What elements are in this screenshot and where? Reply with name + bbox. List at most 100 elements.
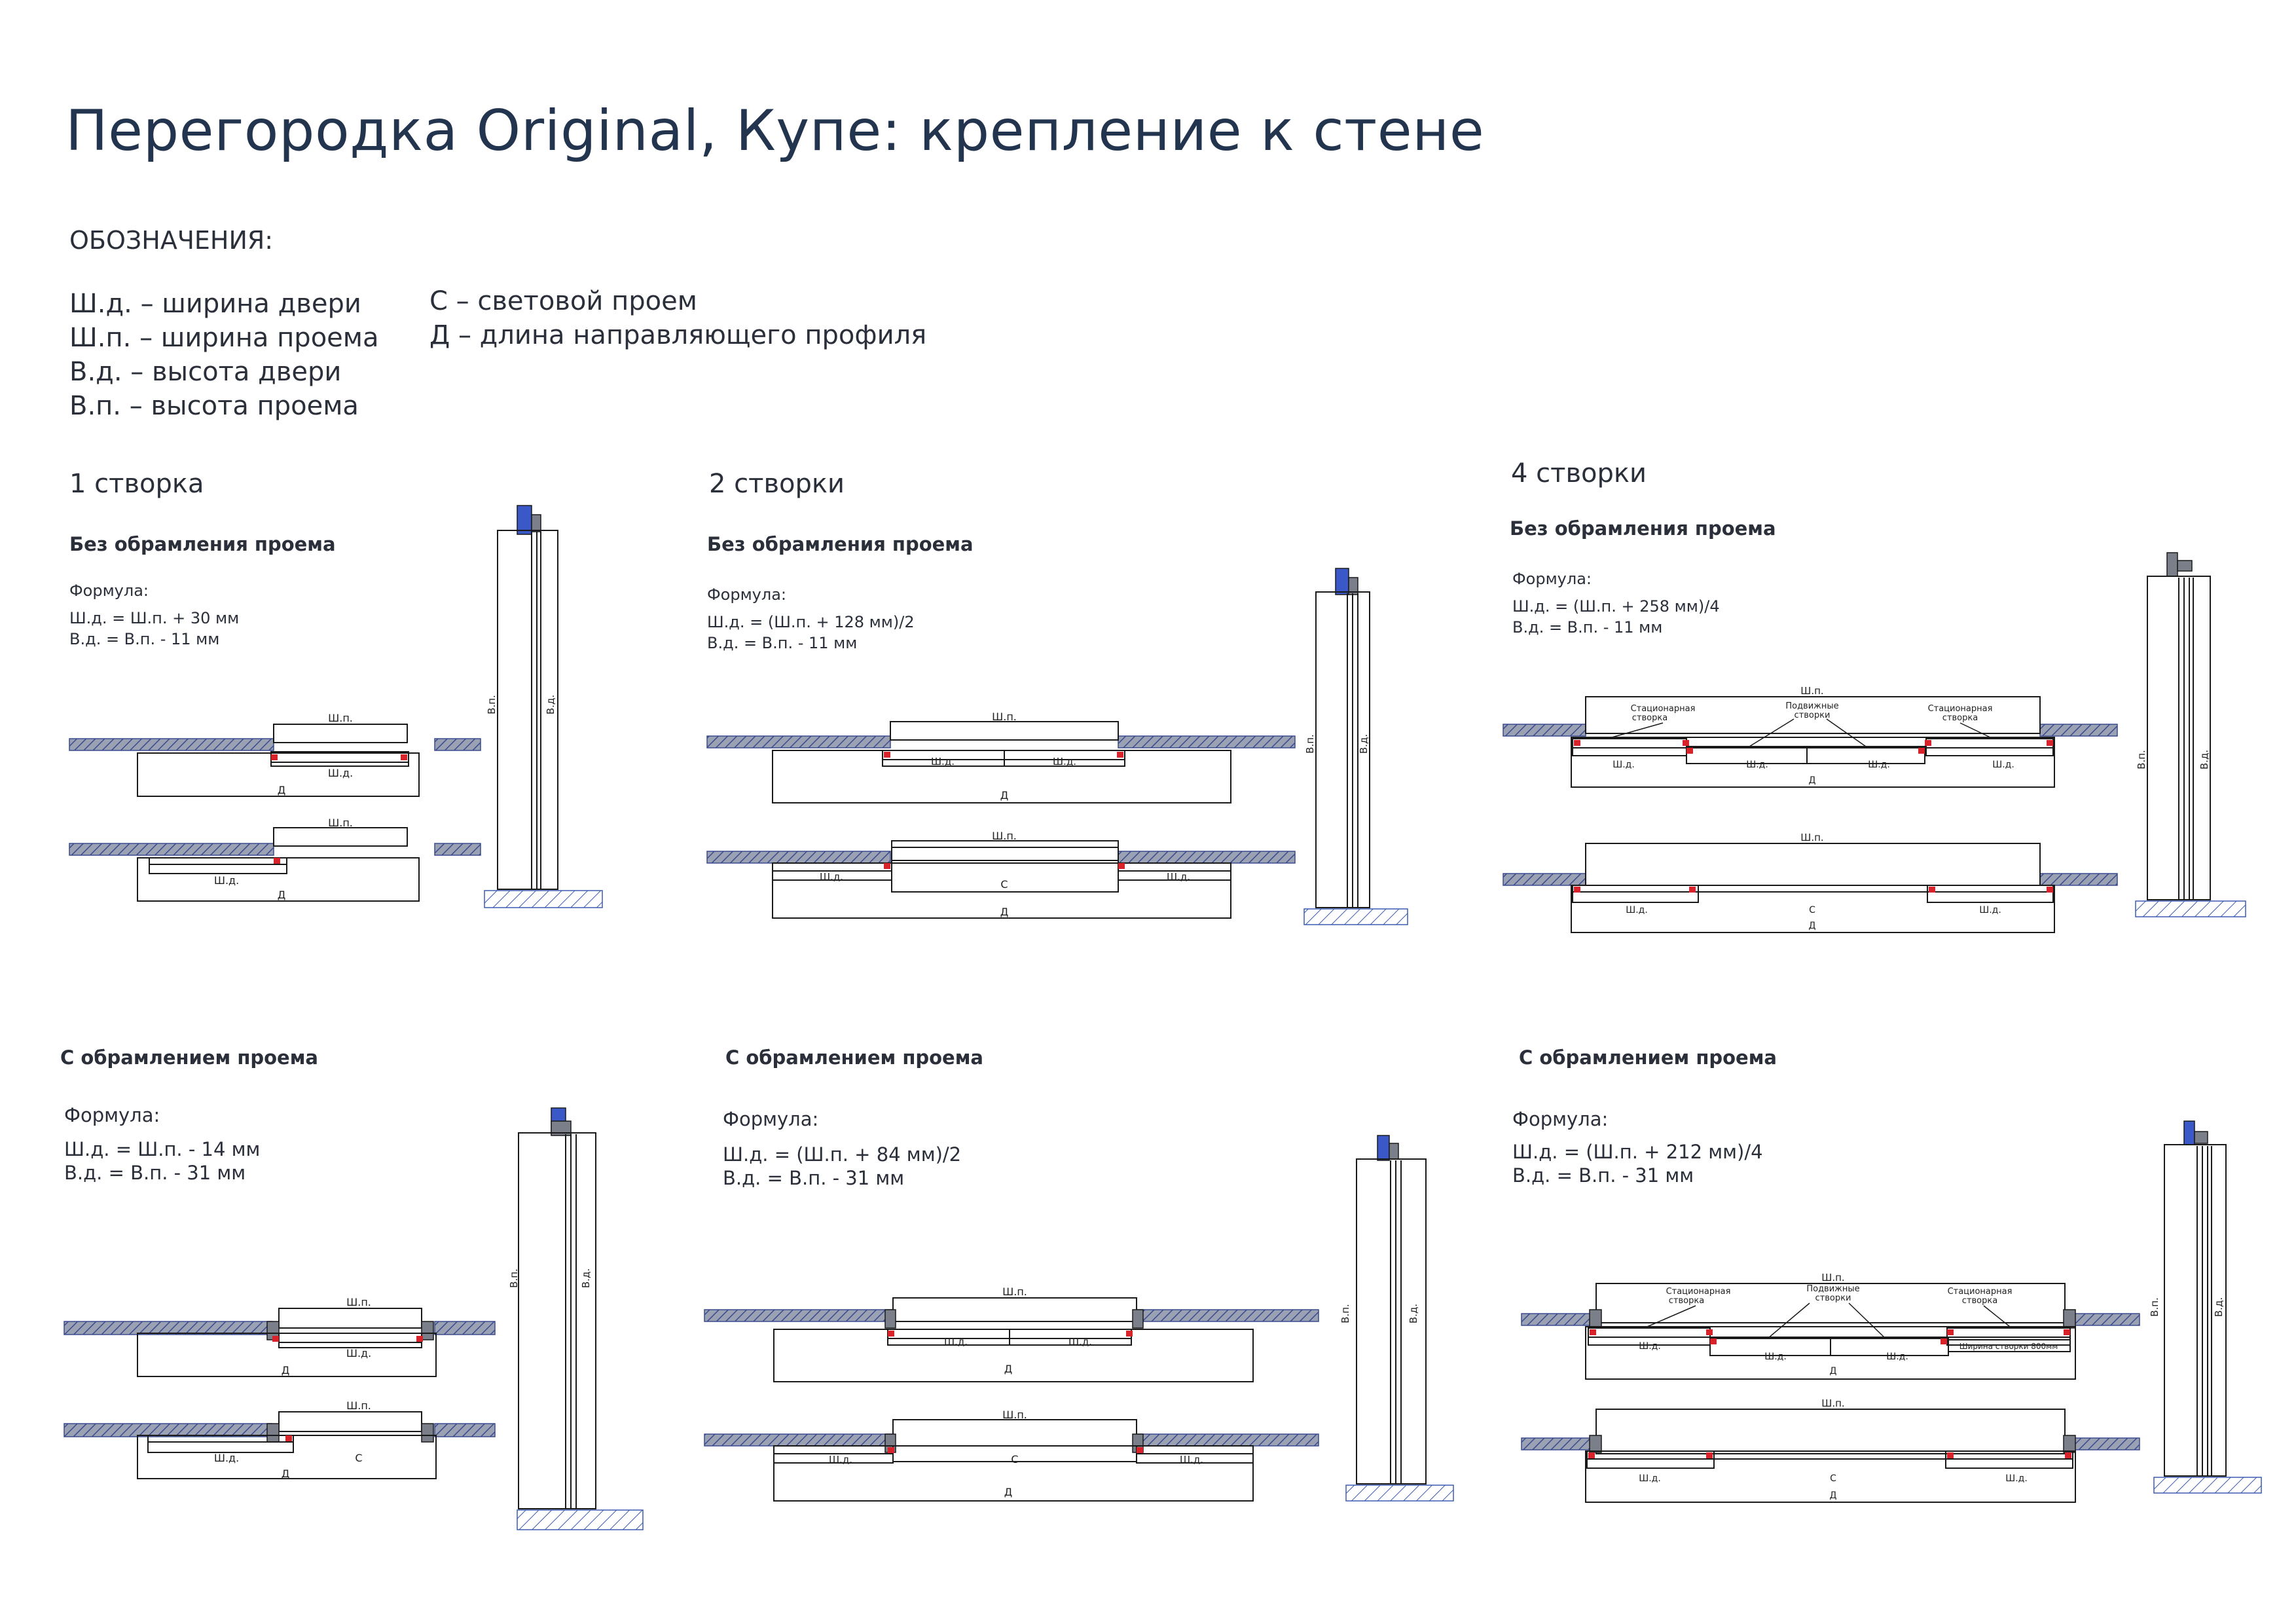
subtitle-frame-2: С обрамлением проема [725, 1046, 983, 1069]
legend-heading: ОБОЗНАЧЕНИЯ: [69, 226, 274, 255]
dimension-label-vertical: В.п. [508, 1268, 520, 1288]
dimension-label: Ш.п. [346, 1296, 371, 1308]
dimension-label: Стационарная [1666, 1287, 1731, 1297]
legend-column-1: Ш.д. – ширина двери Ш.п. – ширина проема… [69, 287, 378, 423]
wall-section [704, 1309, 894, 1322]
opening-panel [1585, 843, 2041, 886]
frame-profile [421, 1423, 434, 1443]
floor-hatch [1303, 908, 1408, 925]
formula-line: В.д. = В.п. - 31 мм [1512, 1164, 1694, 1187]
frame-profile [266, 1423, 280, 1443]
roller-mark [1574, 887, 1580, 893]
section-frame [2164, 1144, 2227, 1477]
roller-mark [1706, 1452, 1713, 1458]
roller-mark [1947, 1329, 1954, 1335]
formula-line: В.д. = В.п. - 31 мм [64, 1162, 246, 1184]
section-title-1-leaf: 1 створка [69, 469, 204, 499]
dimension-label: Подвижные [1785, 701, 1838, 711]
dimension-label: Ш.д. [1746, 760, 1768, 770]
frame-profile [1589, 1435, 1602, 1453]
dimension-label: Ш.д. [328, 767, 353, 779]
guide-profile [1585, 1450, 2076, 1503]
dimension-label: Ш.д. [1613, 760, 1635, 770]
roller-mark [1126, 1331, 1133, 1337]
frame-profile [2194, 1131, 2208, 1144]
guide-profile [137, 752, 420, 797]
frame-profile [1589, 1309, 1602, 1329]
dimension-label: С [1830, 1473, 1836, 1484]
dimension-label: Ш.д. [1992, 760, 2014, 770]
dimension-label-vertical: В.д. [2198, 750, 2210, 769]
dimension-label-vertical: В.п. [486, 695, 498, 714]
roller-mark [401, 754, 407, 760]
section-frame [497, 530, 558, 890]
opening-panel [891, 840, 1119, 861]
wall-section [69, 738, 274, 751]
frame-profile [2177, 560, 2193, 572]
guide-profile [1585, 1326, 2076, 1380]
roller-mark [2064, 1329, 2070, 1335]
wall-section [1521, 1313, 1597, 1326]
wall-section [1136, 1309, 1319, 1322]
dimension-label: Ш.п. [328, 712, 353, 724]
wall-section [1521, 1437, 1597, 1450]
formula-line: В.д. = В.п. - 11 мм [1512, 618, 1663, 637]
roller-mark [1710, 1338, 1717, 1344]
roller-mark [2047, 887, 2053, 893]
section-frame [518, 1132, 596, 1509]
subtitle-frame-1: С обрамлением проема [60, 1046, 318, 1069]
opening-panel [278, 1308, 422, 1329]
dimension-label: Ш.п. [992, 710, 1017, 723]
dimension-label: Д [282, 1364, 290, 1376]
dimension-label: Ш.д. [1053, 756, 1076, 767]
dimension-label-vertical: В.п. [2149, 1297, 2160, 1317]
guide-profile [1571, 885, 2055, 933]
dimension-label-vertical: В.п. [1339, 1304, 1351, 1323]
formula-line: Ш.д. = Ш.п. - 14 мм [64, 1138, 261, 1160]
door-leaf [1004, 750, 1125, 767]
wall-section [434, 1423, 496, 1437]
opening-panel [273, 827, 408, 847]
frame-profile [2063, 1309, 2076, 1329]
legend-item: В.п. – высота проема [69, 391, 359, 421]
dimension-label: Ш.д. [214, 1452, 239, 1464]
dimension-label: створка [1942, 713, 1978, 723]
dimension-label: С [1011, 1453, 1018, 1466]
page-title: Перегородка Original, Купе: крепление к … [65, 98, 1485, 164]
formula-label: Формула: [1512, 1108, 1609, 1130]
floor-hatch [2153, 1477, 2262, 1494]
dimension-label-vertical: В.д. [580, 1268, 592, 1288]
dimension-label: створка [1669, 1296, 1704, 1306]
wall-section [2071, 1313, 2140, 1326]
dimension-label: Ш.п. [1821, 1397, 1844, 1409]
opening-panel [1585, 696, 2041, 734]
wall-section [1136, 1433, 1319, 1447]
guide-profile [773, 1329, 1254, 1382]
floor-hatch [1345, 1485, 1454, 1502]
dimension-label: Ш.п. [1800, 685, 1823, 697]
dimension-label-vertical: В.д. [2213, 1297, 2225, 1317]
wall-section [706, 851, 891, 864]
moving-leaf [1806, 746, 1925, 764]
dimension-label: С [1809, 905, 1815, 915]
wall-section [434, 738, 481, 751]
door-leaf [270, 751, 409, 767]
roller-mark [274, 858, 280, 864]
line [1611, 722, 1664, 738]
line [1826, 718, 1867, 747]
dimension-label-vertical: В.д. [545, 695, 556, 714]
door-leaf [1009, 1329, 1132, 1346]
dimension-label: Ш.д. [1167, 871, 1190, 883]
dimension-label: Ш.п. [1002, 1285, 1027, 1298]
subtitle-no-frame-4: Без обрамления проема [1510, 517, 1776, 540]
opening-panel [278, 1411, 422, 1432]
roller-mark [1118, 863, 1125, 869]
stationary-leaf [1927, 885, 2054, 903]
formula-label: Формула: [64, 1104, 160, 1126]
dimension-label: Подвижные [1806, 1284, 1859, 1294]
roller-mark [416, 1336, 423, 1342]
line [1959, 722, 1991, 738]
dimension-label: Ш.д. [1886, 1352, 1908, 1362]
roller-mark [2065, 1452, 2071, 1458]
